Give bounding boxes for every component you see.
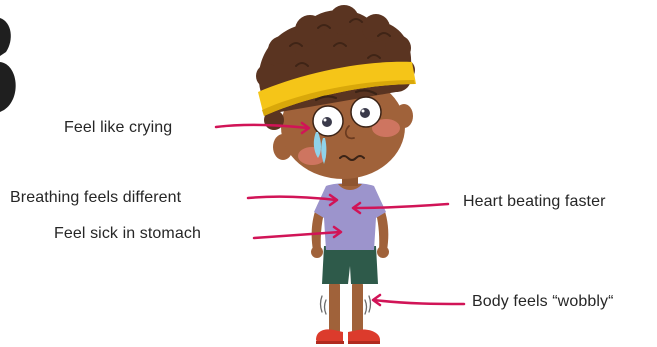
- shorts: [322, 246, 378, 284]
- label-body-feels-wobbly: Body feels “wobbly“: [472, 294, 614, 310]
- arrow-wobbly: [374, 300, 464, 304]
- label-feel-sick-in-stomach: Feel sick in stomach: [54, 226, 201, 242]
- shoes: [316, 329, 380, 344]
- label-breathing-feels-different: Breathing feels different: [10, 190, 181, 206]
- label-feel-like-crying: Feel like crying: [64, 120, 172, 136]
- shirt: [314, 183, 386, 250]
- legs: [329, 280, 363, 336]
- cropped-dark-shape-left: [0, 18, 16, 112]
- label-heart-beating-faster: Heart beating faster: [463, 194, 606, 210]
